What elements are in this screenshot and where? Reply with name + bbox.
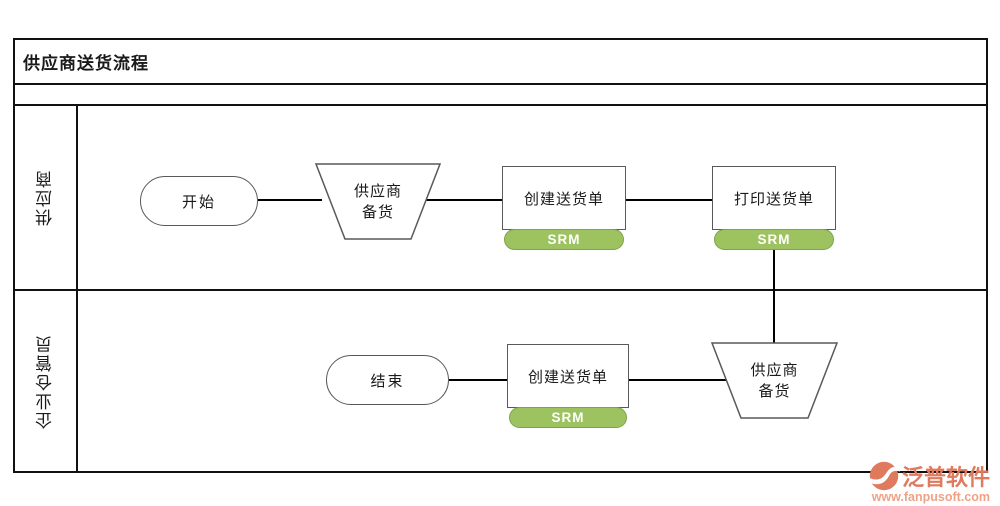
- lane-warehouse-manager-label: 企业仓管员: [36, 333, 55, 429]
- node-end-label: 结束: [370, 372, 405, 390]
- watermark: 泛普软件 www.fanpusoft.com: [858, 460, 990, 504]
- lane-supplier-label-cell: 供应商: [15, 106, 78, 289]
- label-line-1: 供应商: [750, 361, 799, 379]
- srm-badge-create-top: SRM: [504, 229, 624, 250]
- diagram-frame: 供应商送货流程 供应商 企业仓管员: [13, 38, 988, 473]
- node-create-delivery-bottom: 创建送货单: [507, 344, 629, 408]
- trapezoid-shape: [315, 163, 441, 240]
- srm-badge-create-bottom: SRM: [509, 407, 627, 428]
- lane-supplier: 供应商: [15, 106, 986, 291]
- spacer-row: [15, 85, 986, 106]
- trapezoid-shape: [711, 342, 838, 419]
- connector-create2-to-stock2: [629, 379, 729, 381]
- lane-warehouse-manager-label-cell: 企业仓管员: [15, 291, 78, 471]
- node-end: 结束: [326, 355, 449, 405]
- node-create-delivery-top: 创建送货单: [502, 166, 626, 230]
- connector-start-to-stock: [258, 199, 322, 201]
- connector-stock-to-create: [420, 199, 502, 201]
- node-supplier-stock-bottom: 供应商 备货: [711, 342, 838, 419]
- connector-create-to-print: [626, 199, 712, 201]
- label-line-2: 备货: [758, 382, 791, 400]
- node-create-delivery-bottom-label: 创建送货单: [527, 368, 608, 386]
- label-line-2: 备货: [361, 203, 394, 221]
- node-start: 开始: [140, 176, 258, 226]
- connector-end-to-create2: [449, 379, 507, 381]
- lane-warehouse-manager: 企业仓管员: [15, 291, 986, 471]
- lane-supplier-label: 供应商: [36, 169, 55, 226]
- watermark-brand: 泛普软件: [901, 465, 990, 490]
- diagram-title: 供应商送货流程: [15, 40, 986, 85]
- watermark-url: www.fanpusoft.com: [871, 490, 990, 504]
- node-start-label: 开始: [181, 193, 216, 211]
- fanpu-logo-icon: [868, 461, 900, 491]
- node-create-delivery-top-label: 创建送货单: [523, 190, 604, 208]
- node-supplier-stock-top-label: 供应商 备货: [315, 163, 441, 240]
- node-print-delivery: 打印送货单: [712, 166, 836, 230]
- label-line-1: 供应商: [353, 182, 402, 200]
- node-supplier-stock-bottom-label: 供应商 备货: [711, 342, 838, 419]
- swimlanes: 供应商 企业仓管员: [15, 106, 986, 471]
- node-print-delivery-label: 打印送货单: [733, 190, 814, 208]
- connector-print-to-stock2: [773, 250, 775, 344]
- node-supplier-stock-top: 供应商 备货: [315, 163, 441, 240]
- srm-badge-print: SRM: [714, 229, 834, 250]
